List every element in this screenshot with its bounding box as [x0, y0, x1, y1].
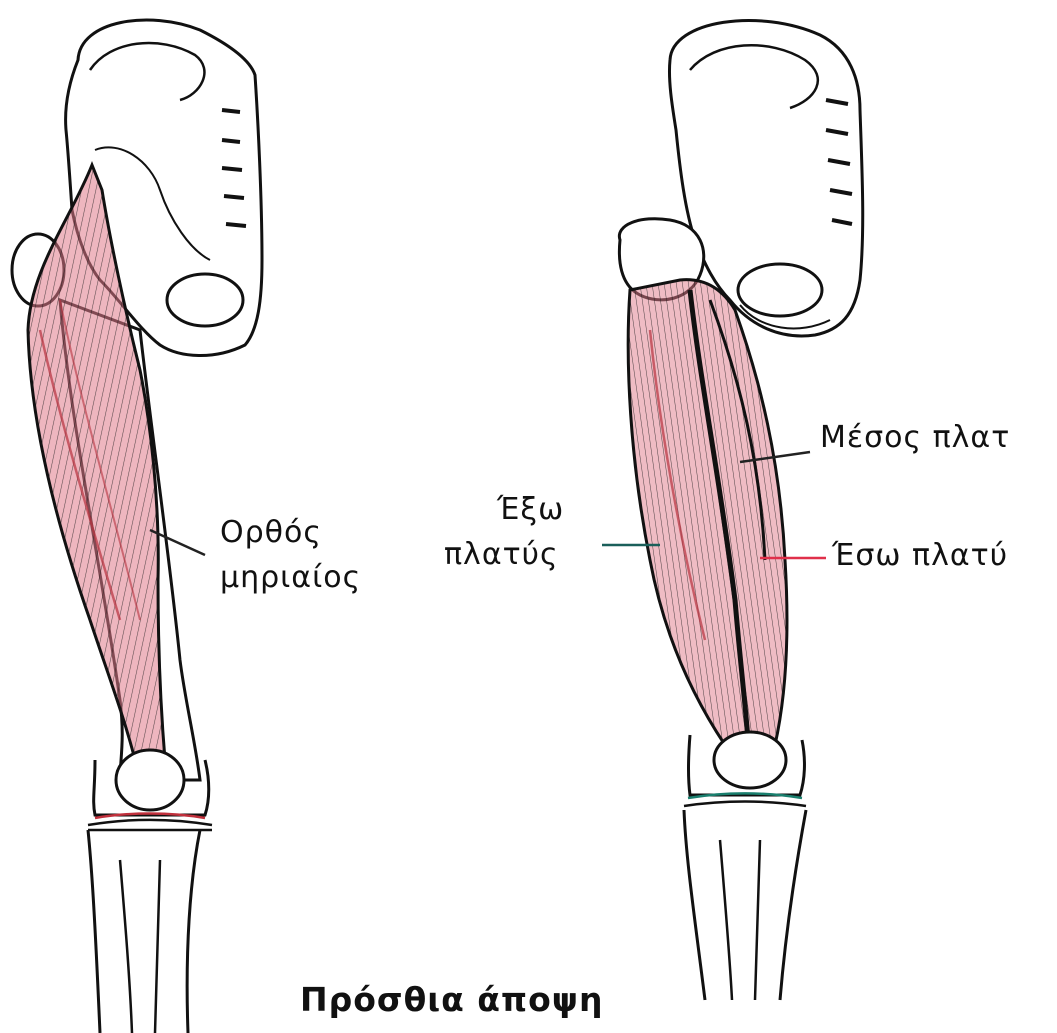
- vastus-intermedius-label: Μέσος πλατ: [820, 420, 1010, 456]
- right-leg-figure: [602, 20, 863, 1000]
- vastus-lateralis-label-line1: Έξω: [497, 492, 564, 528]
- view-caption: Πρόσθια άποψη: [300, 980, 603, 1019]
- vastus-lateralis-label-line2: πλατύς: [444, 537, 559, 573]
- rectus-femoris-label-line2: μηριαίος: [220, 560, 361, 596]
- rectus-femoris-label-line1: Ορθός: [220, 515, 322, 551]
- vastus-medialis-label: Έσω πλατύ: [832, 538, 1008, 574]
